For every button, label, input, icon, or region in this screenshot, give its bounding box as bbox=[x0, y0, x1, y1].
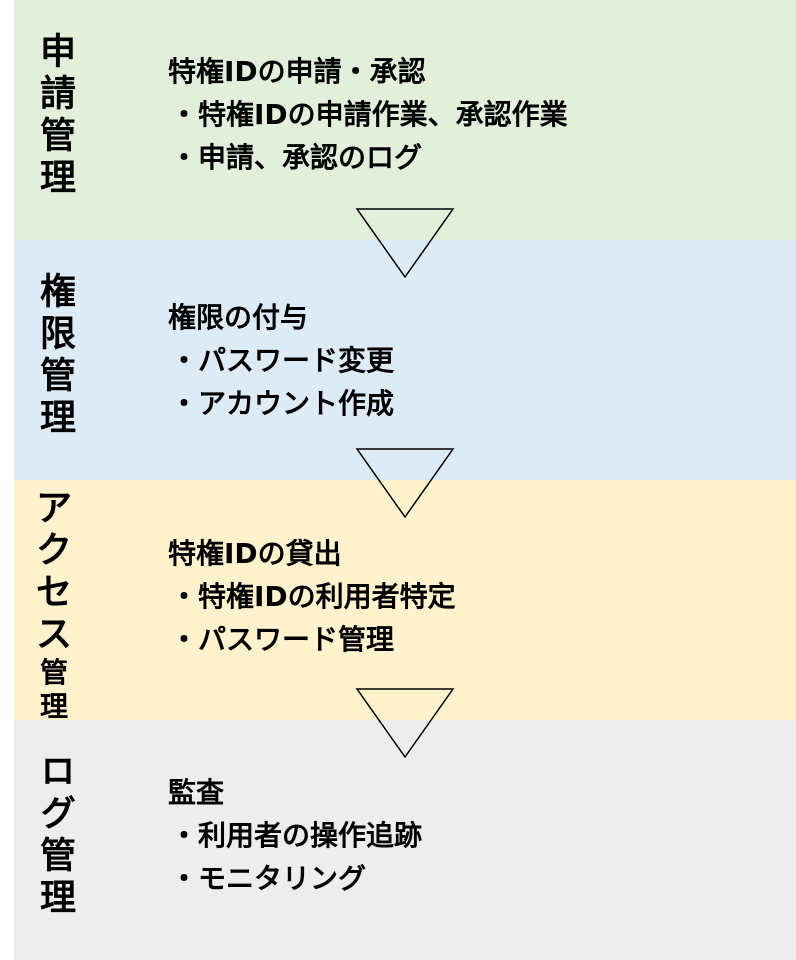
down-arrow-icon bbox=[355, 448, 455, 519]
stage-label-application: 申請管理 bbox=[34, 32, 75, 200]
stage-content-log: 監査 ・利用者の操作追跡 ・モニタリング bbox=[168, 771, 422, 900]
stage-content-access: 特権IDの貸出 ・特権IDの利用者特定 ・パスワード管理 bbox=[168, 532, 456, 661]
stage-item: ・モニタリング bbox=[170, 862, 367, 895]
stage-title: 監査 bbox=[168, 776, 225, 809]
stage-application-band bbox=[14, 0, 796, 240]
stage-label-access: アクセス管理 bbox=[35, 488, 72, 723]
stage-item: ・パスワード管理 bbox=[170, 623, 395, 656]
stage-title: 特権IDの申請・承認 bbox=[168, 55, 426, 88]
stage-privilege-band bbox=[14, 240, 796, 480]
stage-item: ・特権IDの利用者特定 bbox=[170, 580, 456, 613]
stage-item: ・特権IDの申請作業、承認作業 bbox=[170, 98, 568, 131]
stage-access-band bbox=[14, 480, 796, 720]
stage-title: 特権IDの貸出 bbox=[168, 537, 342, 570]
stage-item: ・申請、承認のログ bbox=[170, 141, 423, 174]
stage-content-application: 特権IDの申請・承認 ・特権IDの申請作業、承認作業 ・申請、承認のログ bbox=[168, 50, 568, 179]
stage-label-privilege: 権限管理 bbox=[34, 272, 75, 440]
stage-item: ・パスワード変更 bbox=[170, 344, 395, 377]
stage-item: ・アカウント作成 bbox=[170, 387, 395, 420]
down-arrow-icon bbox=[355, 688, 455, 759]
stage-content-privilege: 権限の付与 ・パスワード変更 ・アカウント作成 bbox=[168, 296, 394, 425]
down-arrow-icon bbox=[355, 208, 455, 279]
stage-title: 権限の付与 bbox=[168, 301, 309, 334]
stage-label-log: ログ管理 bbox=[34, 752, 75, 920]
stage-log-band bbox=[14, 720, 796, 960]
stage-item: ・利用者の操作追跡 bbox=[170, 819, 423, 852]
